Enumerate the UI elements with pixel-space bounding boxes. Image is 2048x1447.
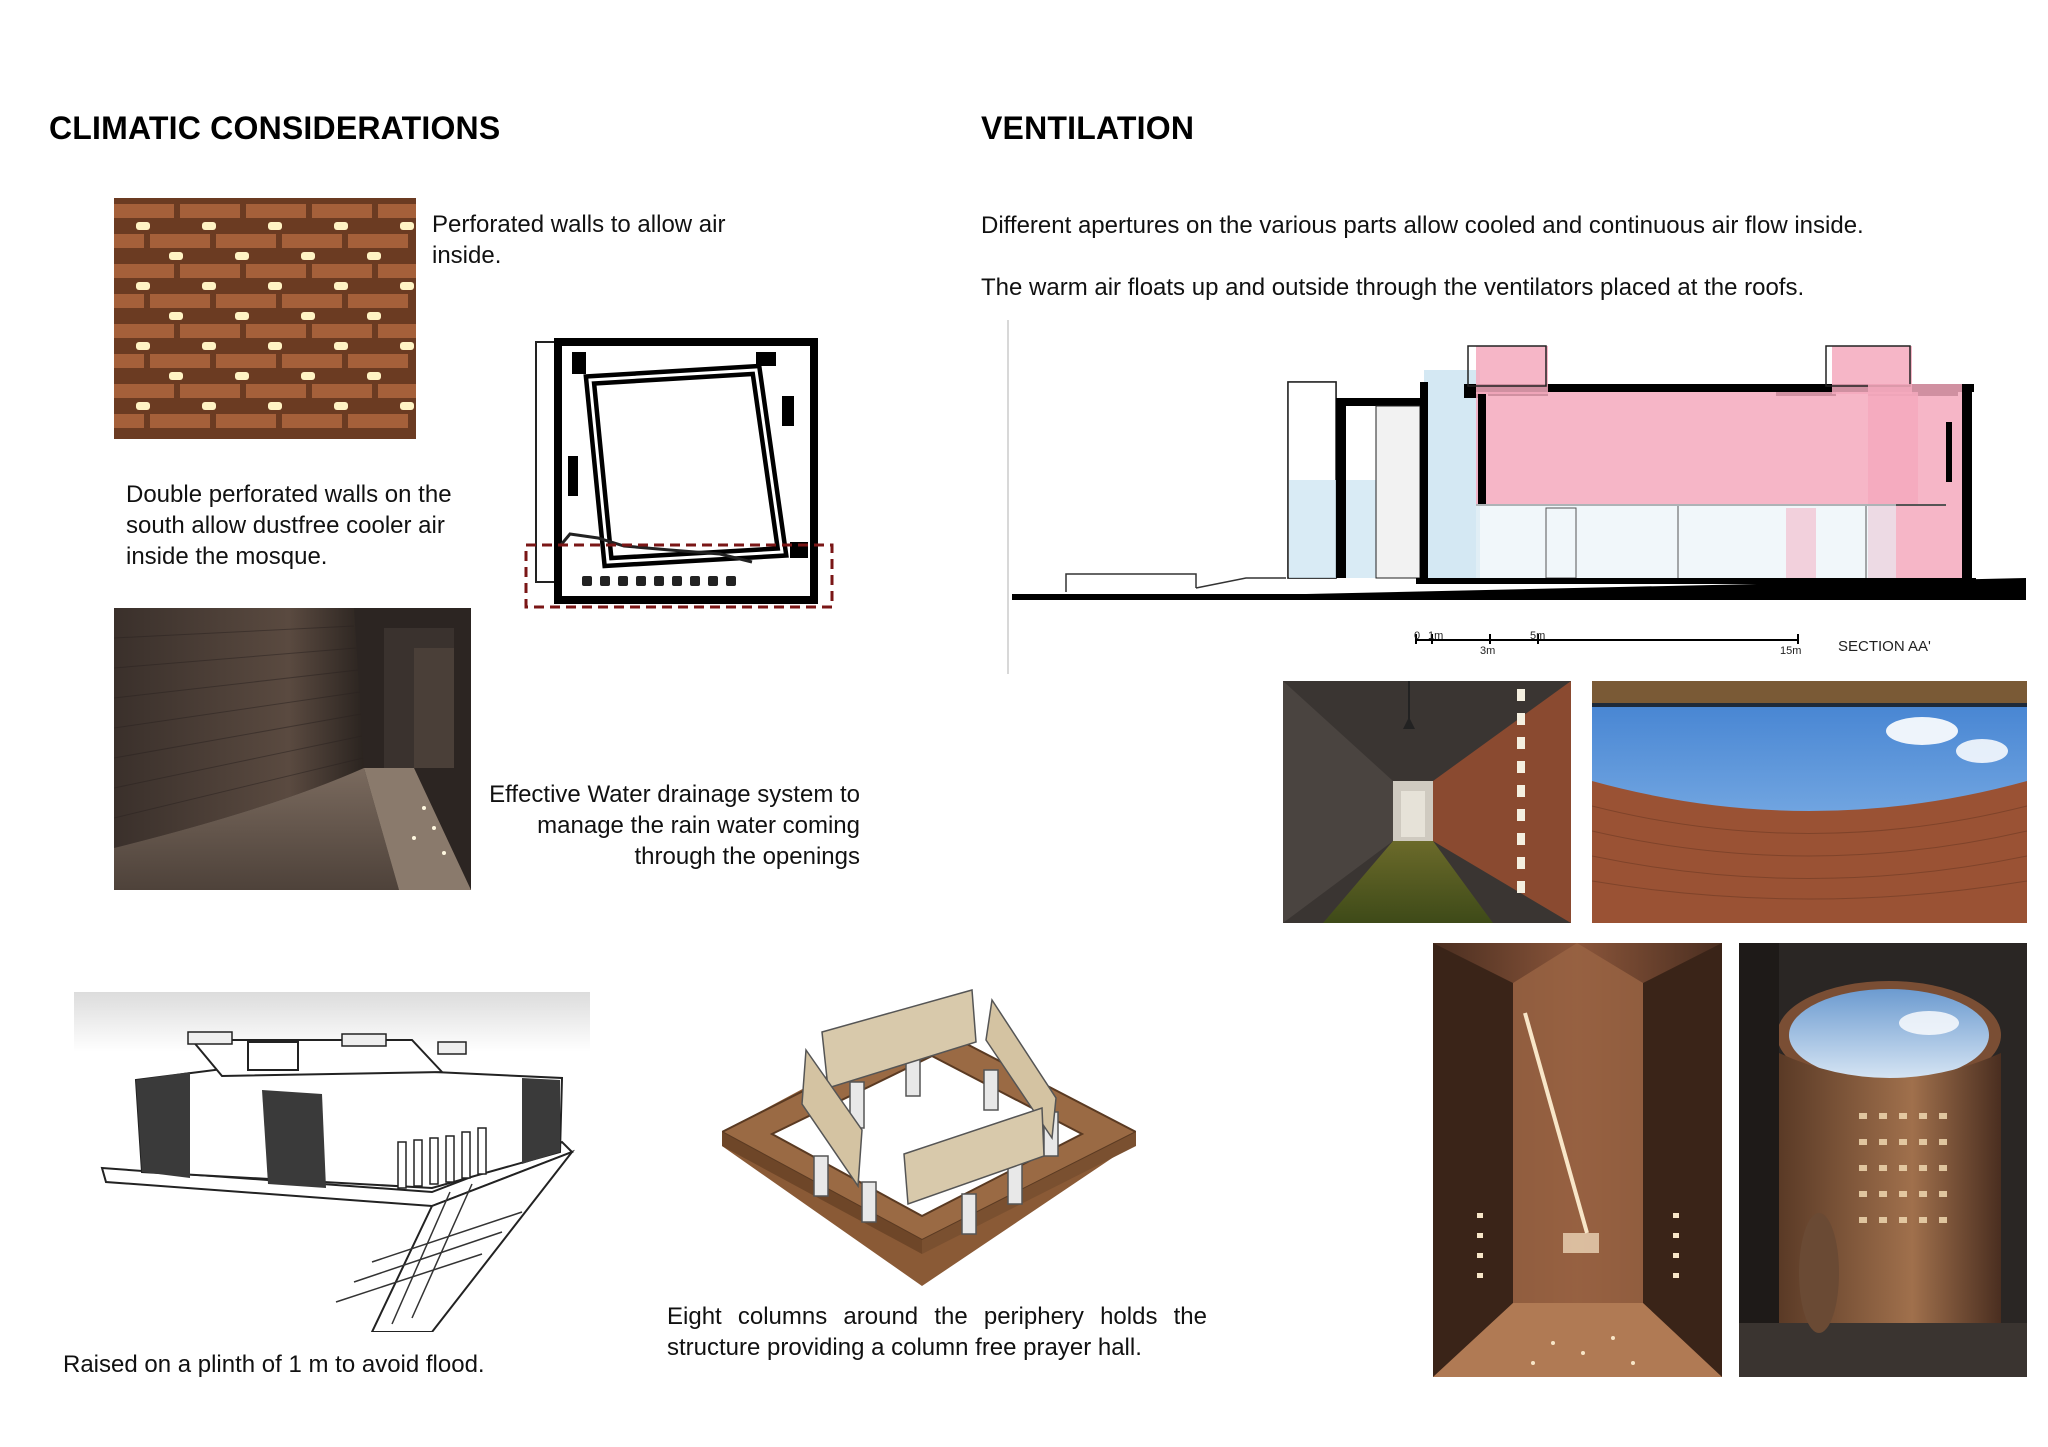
scale-label-3m: 3m — [1480, 645, 1496, 657]
plinth-3d-model — [72, 992, 592, 1333]
scale-label-15m: 15m — [1780, 645, 1802, 657]
climatic-heading: CLIMATIC CONSIDERATIONS — [49, 110, 501, 146]
section-label: SECTION AA' — [1838, 638, 1931, 655]
curved-roof-sky-photo — [1592, 681, 2027, 923]
scale-label-5m: 5m — [1530, 630, 1546, 642]
ventilation-paragraph-1: Different apertures on the various parts… — [981, 212, 1864, 239]
scale-label-1m: 1m — [1428, 630, 1444, 642]
scale-label-0: 0 — [1414, 630, 1421, 642]
drainage-text: Effective Water drainage system to manag… — [489, 781, 860, 870]
circular-opening-photo — [1739, 943, 2027, 1377]
ventilation-paragraph-2: The warm air floats up and outside throu… — [981, 274, 1805, 301]
plinth-text: Raised on a plinth of 1 m to avoid flood… — [63, 1351, 485, 1378]
columns-text: Eight columns around the periphery holds… — [667, 1303, 1207, 1361]
ventilation-heading: VENTILATION — [981, 110, 1195, 146]
columns-3d-model — [719, 986, 1139, 1286]
skylight-interior-photo — [1433, 943, 1722, 1377]
mosque-floor-plan — [520, 336, 840, 614]
double-walls-text: Double perforated walls on the south all… — [126, 481, 452, 570]
curved-wall-photo — [114, 608, 471, 890]
perforated-walls-text: Perforated walls to allow air inside. — [432, 211, 726, 269]
perforated-wall-photo — [114, 198, 416, 439]
corridor-photo — [1283, 681, 1571, 923]
section-aa-drawing — [1006, 318, 2026, 678]
